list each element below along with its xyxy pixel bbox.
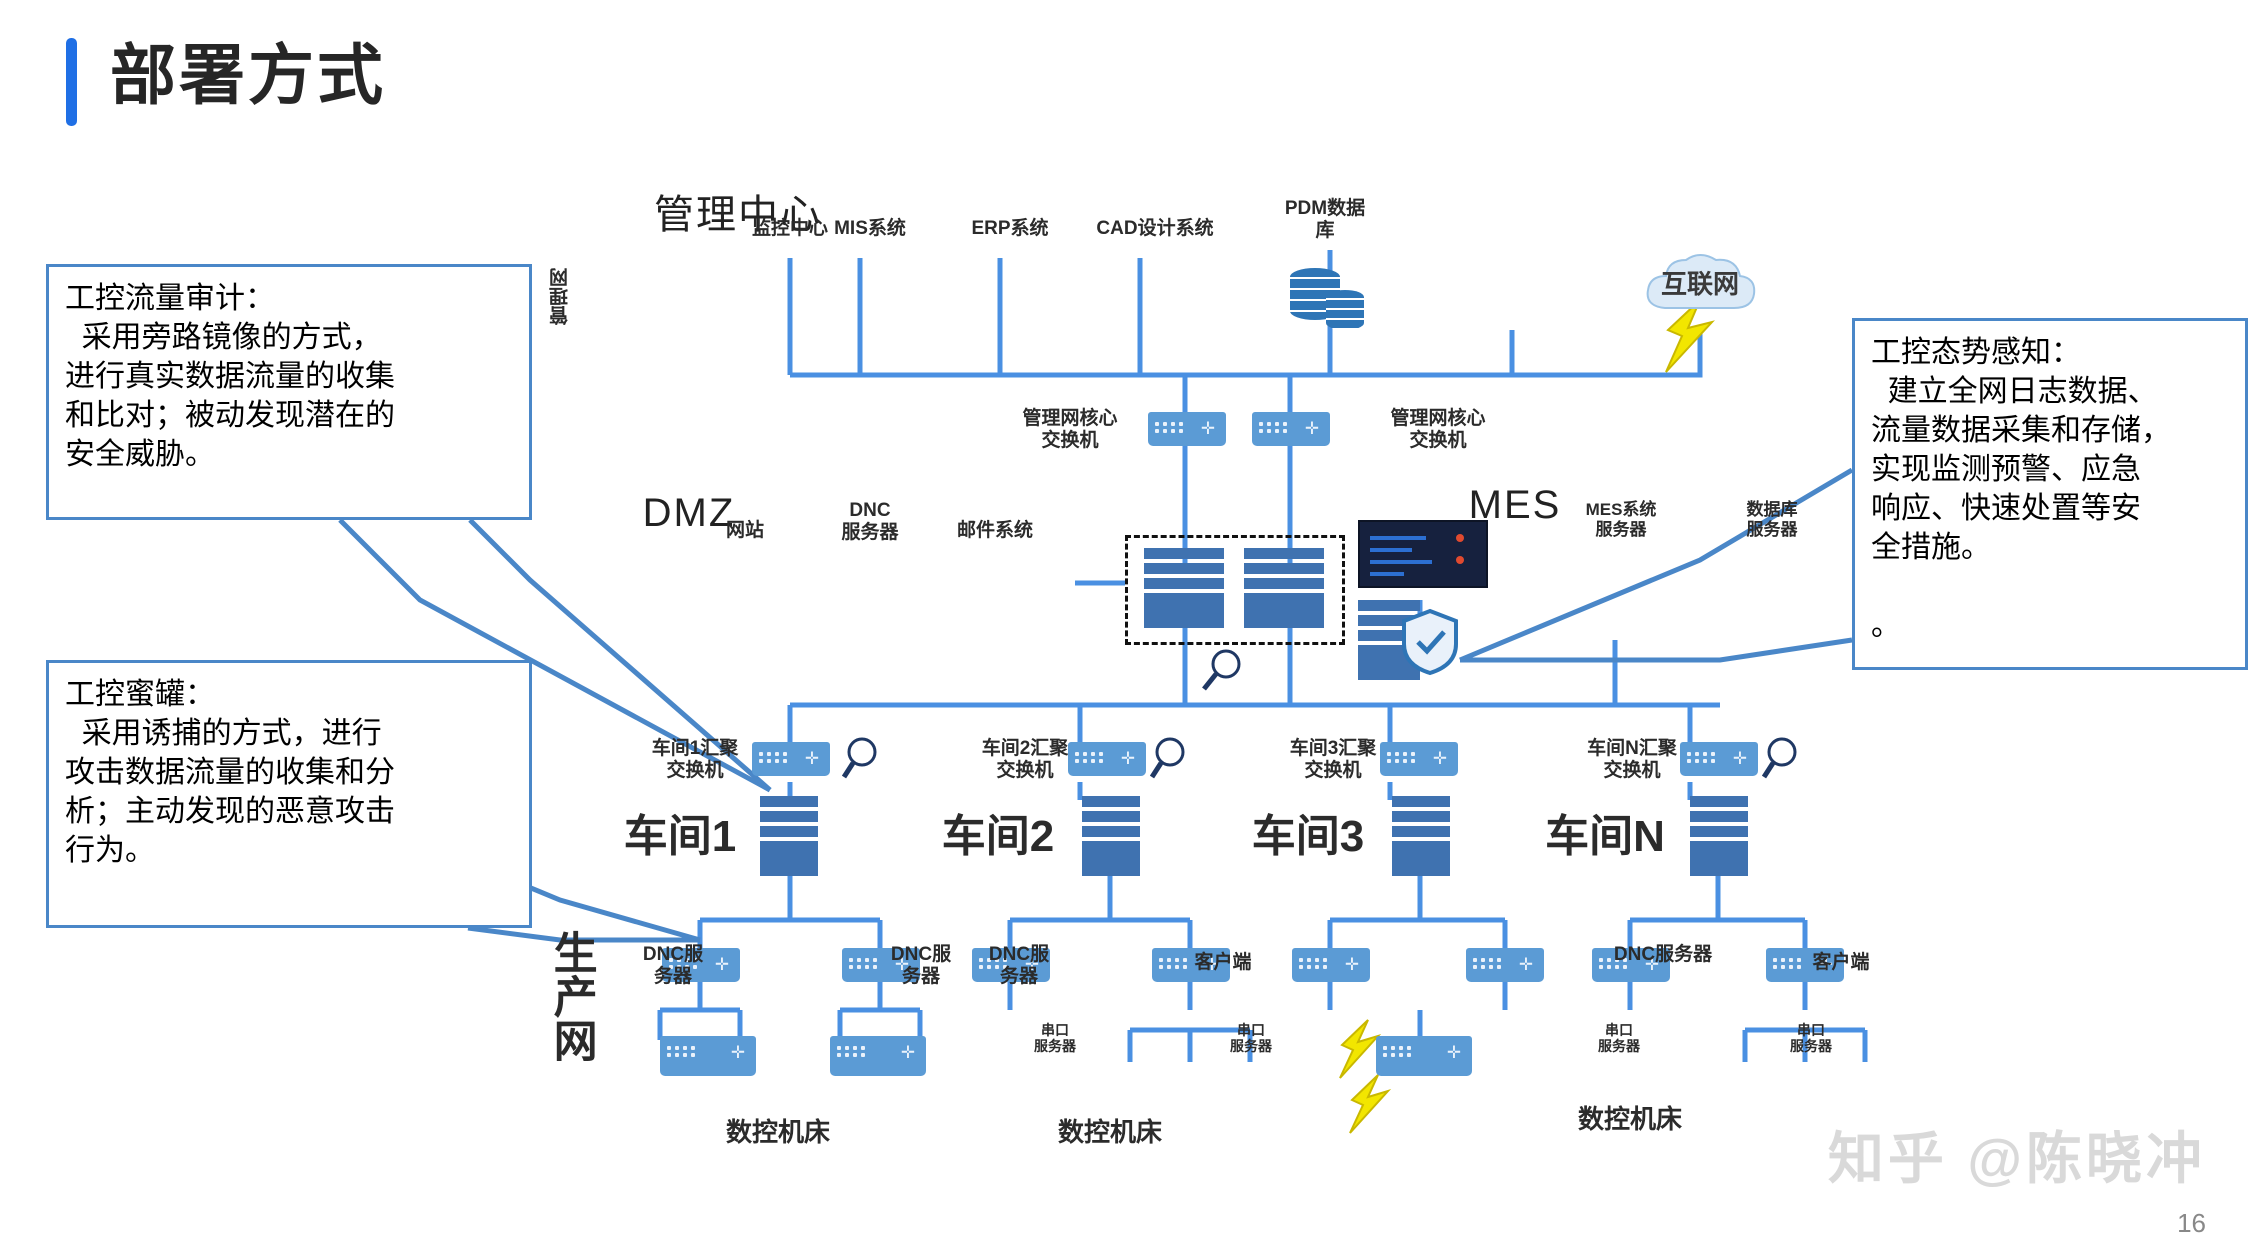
callout-audit: 工控流量审计： 采用旁路镜像的方式， 进行真实数据流量的收集 和比对；被动发现潜… [46, 264, 532, 520]
label-machine-tool-3: 数控机床 [1577, 1104, 1682, 1134]
rack-icon-workshop-2 [1082, 796, 1140, 876]
label-w2-serial-server-right: 串口 服务器 [1230, 1022, 1272, 1055]
switch-icon-workshop-n[interactable]: ✛ [1680, 742, 1758, 776]
label-pdm-database: PDM数据 库 [1284, 198, 1366, 241]
switch-icon-w3-left[interactable]: ✛ [1292, 948, 1370, 982]
page-title: 部署方式 [110, 38, 386, 112]
switch-icon-wn-right[interactable]: ✛ [1766, 948, 1844, 982]
switch-icon-core-1[interactable]: ✛ [1148, 412, 1226, 446]
database-icon [1290, 268, 1364, 332]
label-dmz-website: 网站 [725, 520, 764, 541]
switch-icon-workshop-2[interactable]: ✛ [1068, 742, 1146, 776]
callout-situation: 工控态势感知： 建立全网日志数据、 流量数据采集和存储， 实现监测预警、应急 响… [1852, 318, 2248, 670]
switch-icon-w1-right[interactable]: ✛ [842, 948, 920, 982]
callout-honeypot: 工控蜜罐： 采用诱捕的方式，进行 攻击数据流量的收集和分 析；主动发现的恶意攻击… [46, 660, 532, 928]
magnifier-icon-workshop-1 [841, 736, 886, 782]
page-number: 16 [2177, 1208, 2206, 1238]
label-mis-system: MIS系统 [834, 218, 906, 239]
switch-icon-w1-left[interactable]: ✛ [662, 948, 740, 982]
label-workshop-2: 车间2 [941, 812, 1055, 861]
zone-label-dmz: DMZ [642, 491, 736, 535]
label-wn-serial-server-right: 串口 服务器 [1790, 1022, 1832, 1055]
label-core-switch-2: 管理网核心 交换机 [1390, 408, 1486, 451]
zone-label-mes: MES [1468, 483, 1562, 527]
zone-label-management-center: 管理中心 [654, 193, 822, 237]
label-w2-dnc-server: DNC服 务器 [988, 944, 1050, 987]
zone-label-management-network: 管理网 [550, 268, 571, 325]
switch-icon-workshop-3[interactable]: ✛ [1380, 742, 1458, 776]
switch-icon-wn-left[interactable]: ✛ [1592, 948, 1670, 982]
watermark: 知乎 @陈晓冲 [1827, 1127, 2206, 1190]
label-workshop-2-agg-switch: 车间2汇聚 交换机 [981, 738, 1069, 781]
switch-icon-workshop-1[interactable]: ✛ [752, 742, 830, 776]
zone-label-production-network: 生产网 [546, 930, 596, 1062]
switch-icon-machine-w3[interactable]: ✛ [1376, 1036, 1472, 1076]
label-w1-dnc-server-left: DNC服 务器 [642, 944, 704, 987]
label-machine-tool-2: 数控机床 [1057, 1117, 1162, 1147]
label-erp-system: ERP系统 [971, 218, 1049, 239]
label-workshop-n: 车间N [1545, 812, 1665, 861]
label-mail-system: 邮件系统 [956, 520, 1033, 541]
label-machine-tool-1: 数控机床 [725, 1117, 830, 1147]
magnifier-icon-dmz [1200, 648, 1244, 694]
label-database-server: 数据库 服务器 [1746, 500, 1798, 539]
label-mes-server: MES系统 服务器 [1585, 500, 1657, 539]
magnifier-icon-workshop-2 [1149, 736, 1194, 782]
title-accent-bar [66, 38, 77, 126]
label-internet: 互联网 [1660, 269, 1739, 299]
label-workshop-n-agg-switch: 车间N汇聚 交换机 [1587, 738, 1677, 781]
label-w2-serial-server-left: 串口 服务器 [1034, 1022, 1076, 1055]
label-w1-dnc-server-right: DNC服 务器 [890, 944, 952, 987]
label-wn-dnc-server: DNC服务器 [1613, 944, 1713, 965]
rack-icon-workshop-1 [760, 796, 818, 876]
rack-icon-workshop-3 [1392, 796, 1450, 876]
label-workshop-1: 车间1 [623, 812, 737, 861]
switch-icon-w2-left[interactable]: ✛ [972, 948, 1050, 982]
label-workshop-1-agg-switch: 车间1汇聚 交换机 [651, 738, 739, 781]
label-cad-system: CAD设计系统 [1096, 218, 1214, 239]
magnifier-icon-workshop-n [1761, 736, 1806, 782]
label-w2-client: 客户端 [1194, 952, 1252, 973]
label-core-switch-1: 管理网核心 交换机 [1022, 408, 1118, 451]
cloud-icon [1640, 248, 1760, 322]
switch-icon-w3-right[interactable]: ✛ [1466, 948, 1544, 982]
switch-icon-machine-w1-right[interactable]: ✛ [830, 1036, 926, 1076]
label-dnc-server-dmz: DNC 服务器 [841, 500, 899, 543]
label-workshop-3-agg-switch: 车间3汇聚 交换机 [1289, 738, 1377, 781]
label-wn-serial-server-left: 串口 服务器 [1598, 1022, 1640, 1055]
label-monitoring-center: 监控中心 [751, 218, 828, 239]
rack-icon-workshop-n [1690, 796, 1748, 876]
dmz-server-group [1125, 535, 1345, 645]
label-wn-client: 客户端 [1812, 952, 1870, 973]
switch-icon-machine-w1-left[interactable]: ✛ [660, 1036, 756, 1076]
label-workshop-3: 车间3 [1251, 812, 1365, 861]
mes-console-screen [1358, 520, 1488, 588]
shield-icon-security [1400, 608, 1460, 676]
switch-icon-core-2[interactable]: ✛ [1252, 412, 1330, 446]
switch-icon-w2-right[interactable]: ✛ [1152, 948, 1230, 982]
